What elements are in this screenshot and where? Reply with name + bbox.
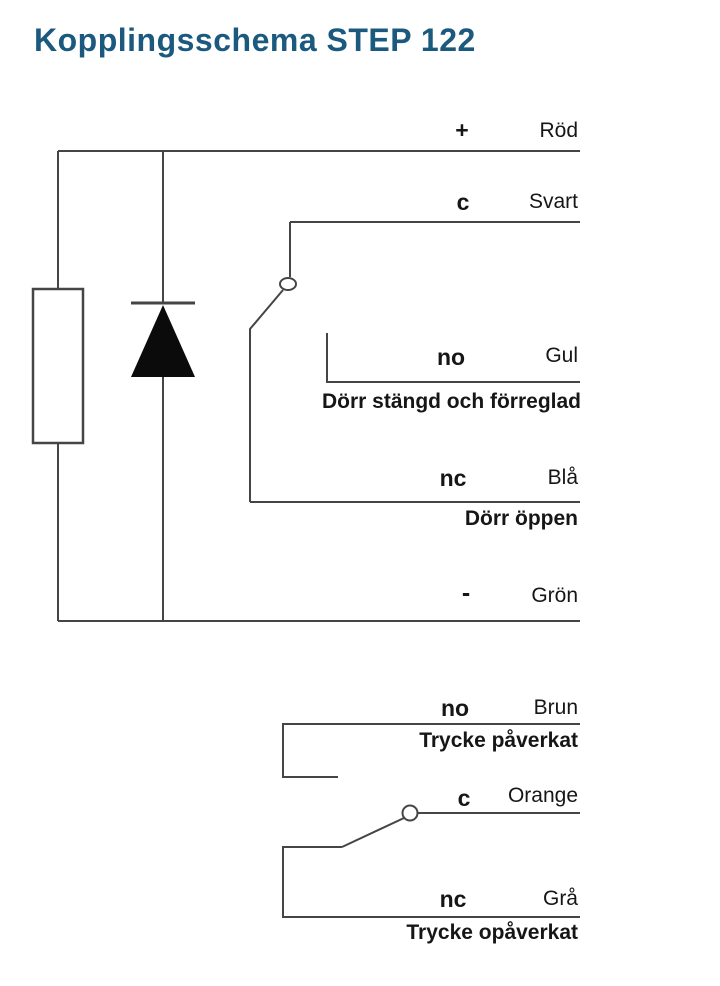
upper-switch-arm [249, 289, 284, 502]
wire-name-gron: Grön [531, 584, 578, 607]
wire-name-gul: Gul [545, 344, 578, 367]
caption-door-closed: Dörr stängd och förreglad [321, 390, 581, 413]
lower-switch-arm [341, 817, 405, 848]
caption-handle-actuated: Trycke påverkat [419, 729, 578, 752]
terminal-label-c-lower: c [457, 785, 471, 811]
terminal-label-no-upper: no [436, 344, 466, 370]
wire-name-bla: Blå [547, 466, 578, 489]
terminal-label-no-lower: no [440, 695, 470, 721]
wire-no-gul-line [326, 333, 580, 383]
resistor-symbol [31, 287, 85, 445]
caption-door-open: Dörr öppen [464, 507, 578, 530]
terminal-label-c-upper: c [456, 189, 470, 215]
caption-handle-not-actuated: Trycke opåverkat [406, 921, 578, 944]
lower-switch-pivot-icon [401, 804, 419, 822]
wire-name-rod: Röd [539, 119, 578, 142]
wire-name-svart: Svart [528, 190, 578, 213]
wire-name-brun: Brun [533, 696, 578, 719]
page-title: Kopplingsschema STEP 122 [34, 22, 476, 58]
diode-triangle [131, 305, 195, 377]
terminal-label-nc-lower: nc [439, 886, 467, 912]
wire-nc-gra-line [282, 846, 580, 918]
terminal-label-nc-upper: nc [439, 465, 467, 491]
terminal-label-minus: - [461, 579, 471, 607]
wire-name-orange: Orange [507, 784, 578, 807]
wire-no-brun-line [282, 723, 580, 778]
wire-name-gra: Grå [542, 887, 578, 910]
terminal-label-plus: + [455, 117, 469, 143]
upper-switch-pivot-icon [279, 277, 297, 291]
